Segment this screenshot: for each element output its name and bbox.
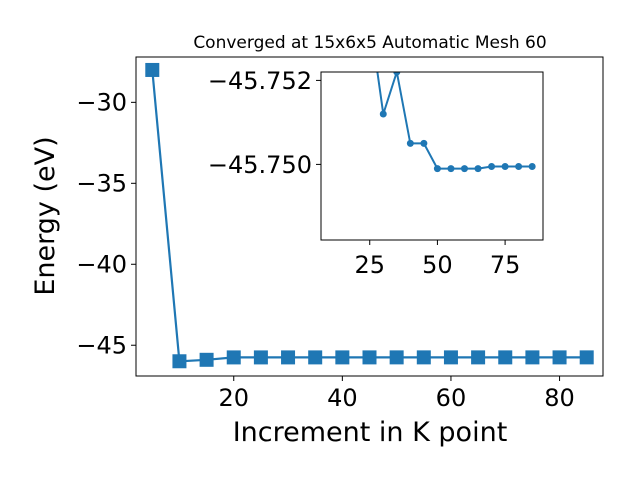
main-data-point [172,354,187,369]
main-data-point [498,350,513,365]
main-y-tick-label: −40 [76,251,127,279]
inset-background [321,72,543,240]
main-x-tick-label: 40 [327,384,358,412]
inset-data-point [501,163,509,170]
main-data-point [253,350,268,365]
main-y-tick-label: −30 [76,89,127,117]
main-data-point [145,62,160,77]
main-data-point [552,350,567,365]
inset-data-point [515,163,523,170]
main-axis-ticks: 20 40 60 80 −30 −35 −40 −45 [76,89,574,412]
inset-data-point [460,165,468,173]
inset-data-point [433,165,441,173]
inset-y-tick-label: −45.750 [208,151,312,179]
inset-axes-frame [320,71,544,241]
inset-axis-ticks: 25 50 75 −45.752 −45.750 [208,67,520,279]
inset-data-point [447,165,455,173]
inset-data-point [488,163,496,170]
main-y-tick-label: −45 [76,332,127,360]
main-data-point [281,350,296,365]
main-data-point [416,350,431,365]
main-x-tick-label: 80 [544,384,575,412]
inset-data-point [420,139,428,147]
main-axes-frame [135,56,604,377]
main-data-point [199,352,214,367]
main-data-point [362,350,377,365]
y-axis-label: Energy (eV) [30,136,61,295]
inset-data-point [528,163,536,170]
inset-data-point [474,165,482,173]
main-x-tick-label: 60 [436,384,467,412]
inset-x-tick-label: 25 [354,251,385,279]
main-data-point [335,350,350,365]
inset-x-tick-label: 50 [422,251,453,279]
main-series [145,62,594,369]
main-data-point [226,350,241,365]
main-data-point [443,350,458,365]
inset-y-tick-label: −45.752 [208,67,312,95]
inset-data-point [393,72,401,76]
main-data-point [579,350,594,365]
main-y-tick-label: −35 [76,170,127,198]
main-x-tick-label: 20 [218,384,249,412]
main-plot-area: 20 40 60 80 −30 −35 −40 −45 [76,56,604,412]
inset-data-point [406,139,414,147]
inset-series [366,14,536,173]
inset-x-tick-label: 75 [490,251,521,279]
main-data-point [471,350,486,365]
inset-data-point [366,14,373,21]
inset-plot-area: 25 50 75 −45.752 −45.750 [208,14,544,279]
x-axis-label: Increment in K point [233,417,508,448]
main-data-point [525,350,540,365]
chart-title: Converged at 15x6x5 Automatic Mesh 60 [193,33,546,53]
inset-data-point [379,110,387,118]
main-data-point [308,350,323,365]
main-data-point [389,350,404,365]
